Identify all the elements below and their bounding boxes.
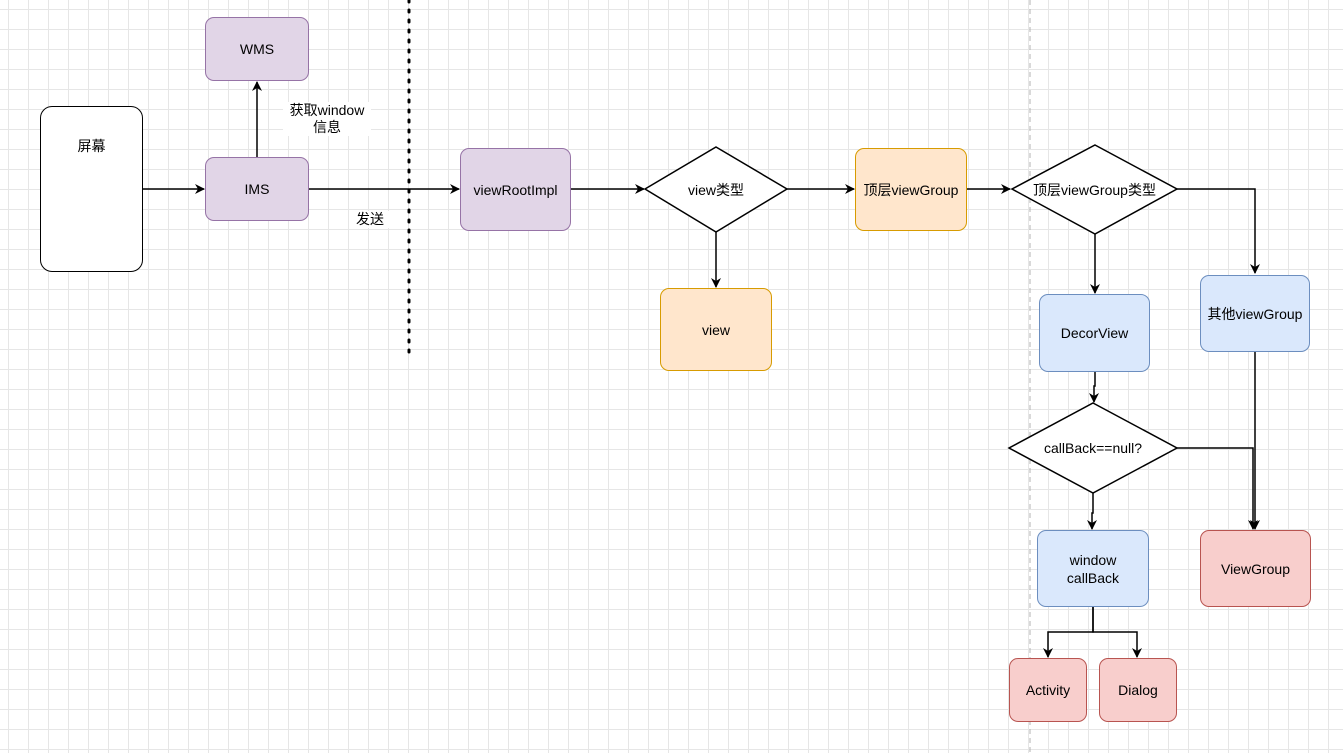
node-view-root-impl[interactable]: viewRootImpl — [460, 148, 571, 231]
node-wms[interactable]: WMS — [205, 17, 309, 81]
edge-label-send: 发送 — [350, 211, 390, 228]
diamond-view-type-label[interactable]: view类型 — [687, 181, 744, 198]
diamond-callback-null — [1007, 402, 1179, 494]
node-window-callback[interactable]: window callBack — [1037, 530, 1149, 607]
node-view-group[interactable]: ViewGroup — [1200, 530, 1311, 607]
node-view[interactable]: view — [660, 288, 772, 371]
edge-callback-viewgroup — [1177, 447, 1258, 530]
node-dialog[interactable]: Dialog — [1099, 658, 1177, 722]
edge-windowcallback-activity — [1043, 607, 1094, 658]
diamond-top-viewgroup-type-label[interactable]: 顶层viewGroup类型 — [1033, 181, 1156, 198]
edge-callback-windowcallback — [1087, 493, 1097, 530]
node-activity[interactable]: Activity — [1009, 658, 1087, 722]
edge-type-otherviewgroup — [1177, 188, 1260, 274]
node-ims[interactable]: IMS — [205, 157, 309, 221]
diamond-view-type — [643, 146, 789, 233]
diamond-top-viewgroup-type — [1010, 144, 1179, 235]
edge-windowcallback-dialog — [1092, 607, 1142, 658]
node-top-view-group[interactable]: 顶层viewGroup — [855, 148, 967, 231]
node-decor-view[interactable]: DecorView — [1039, 294, 1150, 372]
edge-decorview-callback — [1089, 372, 1099, 403]
edge-label-get-window-info: 获取window 信息 — [283, 102, 371, 136]
diamond-callback-null-label[interactable]: callBack==null? — [1043, 440, 1143, 456]
node-other-view-group[interactable]: 其他viewGroup — [1200, 275, 1310, 352]
node-screen[interactable]: 屏幕 — [40, 106, 143, 272]
